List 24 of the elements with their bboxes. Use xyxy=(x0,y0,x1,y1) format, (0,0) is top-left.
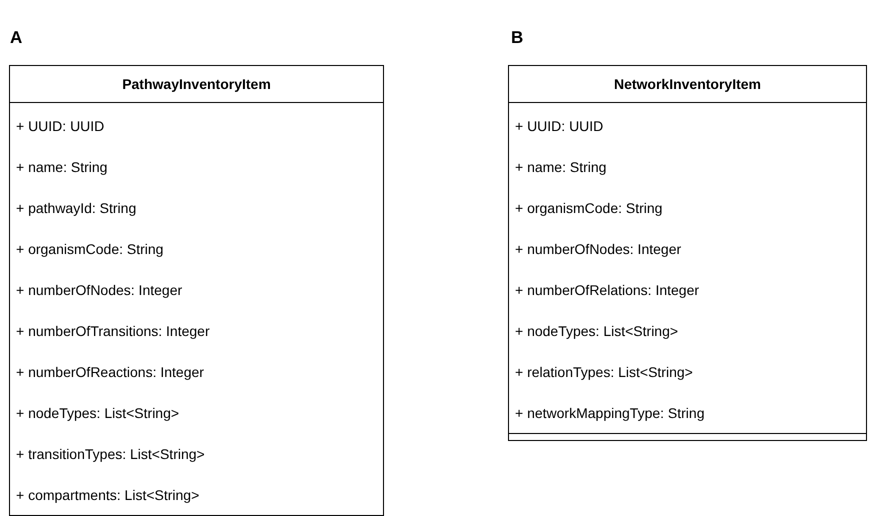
attribute-text: + nodeTypes: List<String> xyxy=(515,322,678,340)
attribute-text: + numberOfRelations: Integer xyxy=(515,281,700,300)
attribute-text: + transitionTypes: List<String> xyxy=(16,445,205,464)
attribute-text: + name: String xyxy=(16,158,108,176)
attribute-text: + numberOfNodes: Integer xyxy=(515,240,682,258)
class-box xyxy=(508,65,867,441)
attribute-text: + organismCode: String xyxy=(515,199,662,218)
attribute-text: + UUID: UUID xyxy=(515,117,604,136)
panel-letter: B xyxy=(511,28,524,48)
attribute-text: + numberOfNodes: Integer xyxy=(16,281,182,300)
attribute-text: + networkMappingType: String xyxy=(515,404,704,422)
panel-letter: A xyxy=(10,28,22,48)
attribute-text: + numberOfReactions: Integer xyxy=(16,363,204,382)
attribute-text: + UUID: UUID xyxy=(16,117,104,136)
class-name: NetworkInventoryItem xyxy=(509,66,866,103)
attribute-text: + compartments: List<String> xyxy=(16,486,200,504)
class-box xyxy=(9,65,384,516)
class-name: PathwayInventoryItem xyxy=(10,66,383,103)
attribute-text: + nodeTypes: List<String> xyxy=(16,404,180,422)
attribute-text: + organismCode: String xyxy=(16,240,164,258)
attribute-text: + relationTypes: List<String> xyxy=(515,363,693,382)
attribute-text: + numberOfTransitions: Integer xyxy=(16,322,210,340)
attribute-text: + pathwayId: String xyxy=(16,199,136,218)
attribute-text: + name: String xyxy=(515,158,606,176)
